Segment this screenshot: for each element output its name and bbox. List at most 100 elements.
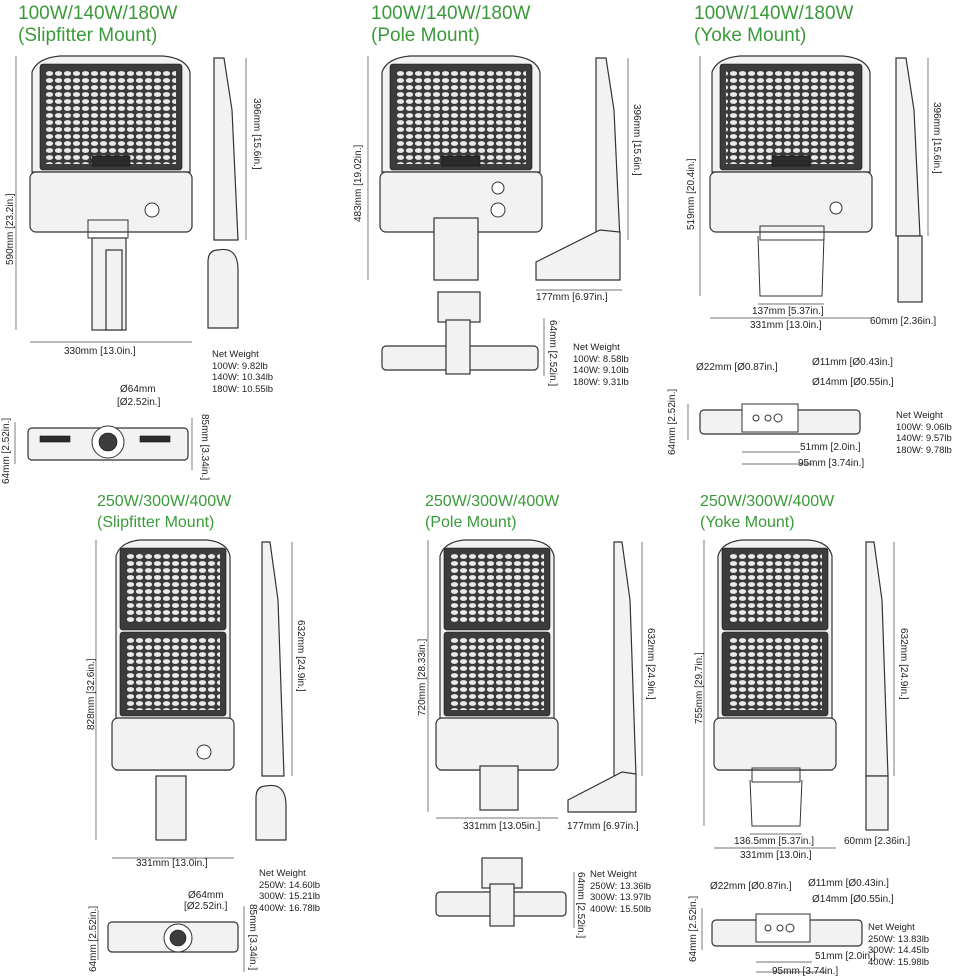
title-p4-wattage: 250W/300W/400W [97,493,232,510]
p4-front-view [111,539,235,841]
p2-weight-0: Net Weight [573,342,620,353]
p2-arm-label: 177mm [6.97in.] [536,292,608,303]
p3-weight-3: 180W: 9.78lb [896,444,952,456]
p5-arm-label: 177mm [6.97in.] [567,821,639,832]
title-p5-mount: (Pole Mount) [425,514,517,531]
p6-width-label: 331mm [13.0in.] [740,850,812,861]
p3-depth-label: 60mm [2.36in.] [870,316,937,327]
p3-hole3-label: Ø14mm [Ø0.55in.] [812,377,894,388]
p6-led-height-label: 632mm [24.9in.] [898,628,909,700]
p5-bottom-view [435,857,575,928]
p5-side-view [567,541,637,813]
p3-bottom-view [687,403,861,465]
p5-height-label: 720mm [28.33in.] [417,638,428,716]
p3-weight-0: Net Weight [896,410,943,421]
p5-dimension-lines [427,540,643,819]
p6-yoke-width-label: 136.5mm [5.37in.] [734,836,815,847]
p1-side-view [207,57,239,329]
p4-height-label: 828mm [32.6in.] [86,658,97,730]
p4-side-view [255,541,287,841]
p1-bottom-height2-label: 85mm [3.34in.] [199,414,210,481]
p2-bottom-view [381,291,545,376]
title-p3-wattage: 100W/140W/180W [694,3,854,24]
p3-weight-2: 140W: 9.57lb [896,433,952,444]
p4-diam-label: Ø64mm [188,890,224,901]
p6-bottom-view [701,908,863,973]
p4-net-weight: Net Weight 250W: 14.60lb 300W: 15.21lb 4… [259,868,320,914]
p3-front-view [709,55,873,297]
p6-hole3-label: Ø14mm [Ø0.55in.] [812,894,894,905]
p6-hole2-label: Ø11mm [Ø0.43in.] [808,878,889,889]
p6-spacing1-label: 51mm [2.0in.] [815,951,876,962]
p4-weight-3: 400W: 16.78lb [259,902,321,914]
title-p6-mount: (Yoke Mount) [700,514,795,531]
p2-weight-3: 180W: 9.31lb [573,376,629,388]
p5-weight-3: 400W: 15.50lb [590,903,652,915]
p3-side-view [895,57,923,303]
p4-bottom-height2-label: 85mm [3.34in.] [247,904,258,971]
p3-spacing2-label: 95mm [3.74in.] [798,458,865,469]
p3-height-label: 519mm [20.4in.] [686,158,697,230]
p1-net-weight: Net Weight 100W: 9.82lb 140W: 10.34lb 18… [212,349,273,395]
title-p4: 250W/300W/400W (Slipfitter Mount) [97,491,231,533]
title-p1-mount: (Slipfitter Mount) [18,25,158,46]
p3-spacing1-label: 51mm [2.0in.] [800,442,861,453]
title-p3-mount: (Yoke Mount) [694,25,807,46]
p6-height-label: 755mm [29.7in.] [694,652,705,724]
title-p1: 100W/140W/180W (Slipfitter Mount) [18,3,177,47]
p6-weight-0: Net Weight [868,922,915,933]
p5-width-label: 331mm [13.05in.] [463,821,541,832]
p2-led-height-label: 396mm [15.6in.] [631,104,642,176]
p1-height-label: 590mm [23.2in.] [5,193,16,265]
p2-side-view [535,57,621,281]
p6-spacing2-label: 95mm [3.74in.] [772,966,839,977]
p3-weight-1: 100W: 9.06lb [896,421,952,433]
p6-bottom-height-label: 64mm [2.52in.] [688,895,699,962]
p1-width-label: 330mm [13.0in.] [64,346,136,357]
title-p5-wattage: 250W/300W/400W [425,493,560,510]
title-p3: 100W/140W/180W (Yoke Mount) [694,3,853,47]
p1-weight-0: Net Weight [212,349,259,360]
title-p2-wattage: 100W/140W/180W [371,3,531,24]
p5-net-weight: Net Weight 250W: 13.36lb 300W: 13.97lb 4… [590,869,651,915]
p2-net-weight: Net Weight 100W: 8.58lb 140W: 9.10lb 180… [573,342,629,388]
p2-dimension-lines [367,56,629,291]
p5-led-height-label: 632mm [24.9in.] [645,628,656,700]
p1-bottom-height-label: 64mm [2.52in.] [1,417,12,484]
p2-bottom-height-label: 64mm [2.52in.] [547,320,558,387]
p4-led-height-label: 632mm [24.9in.] [295,620,306,692]
p1-weight-3: 180W: 10.55lb [212,383,274,395]
p3-hole1-label: Ø22mm [Ø0.87in.] [696,362,778,373]
p5-weight-1: 250W: 13.36lb [590,880,652,892]
p2-front-view [379,55,543,281]
p4-weight-2: 300W: 15.21lb [259,891,321,902]
p4-bottom-view [97,906,245,972]
p4-weight-0: Net Weight [259,868,306,879]
p3-width-label: 331mm [13.0in.] [750,320,822,331]
p6-weight-2: 300W: 14.45lb [868,945,930,956]
p4-weight-1: 250W: 14.60lb [259,879,321,891]
p2-height-label: 483mm [19.02in.] [353,144,364,222]
p5-front-view [435,539,559,811]
p4-dimension-lines [95,540,293,859]
title-p2: 100W/140W/180W (Pole Mount) [371,3,530,47]
p3-yoke-width-label: 137mm [5.37in.] [752,306,824,317]
p2-weight-2: 140W: 9.10lb [573,365,629,376]
p1-bottom-view [14,418,193,470]
p6-weight-1: 250W: 13.83lb [868,933,930,945]
p5-weight-2: 300W: 13.97lb [590,892,652,903]
p5-bottom-height-label: 64mm [2.52in.] [575,872,586,939]
p1-front-view [29,55,193,331]
p3-hole2-label: Ø11mm [Ø0.43in.] [812,357,893,368]
p2-weight-1: 100W: 8.58lb [573,353,629,365]
title-p4-mount: (Slipfitter Mount) [97,514,215,531]
p4-bottom-height-label: 64mm [2.52in.] [88,905,99,972]
p1-led-height-label: 396mm [15.6in.] [251,98,262,170]
p1-weight-2: 140W: 10.34lb [212,372,274,383]
p5-weight-0: Net Weight [590,869,637,880]
p6-side-view [865,541,889,831]
p4-width-label: 331mm [13.0in.] [136,858,208,869]
title-p5: 250W/300W/400W (Pole Mount) [425,491,559,533]
p3-net-weight: Net Weight 100W: 9.06lb 140W: 9.57lb 180… [896,410,952,456]
